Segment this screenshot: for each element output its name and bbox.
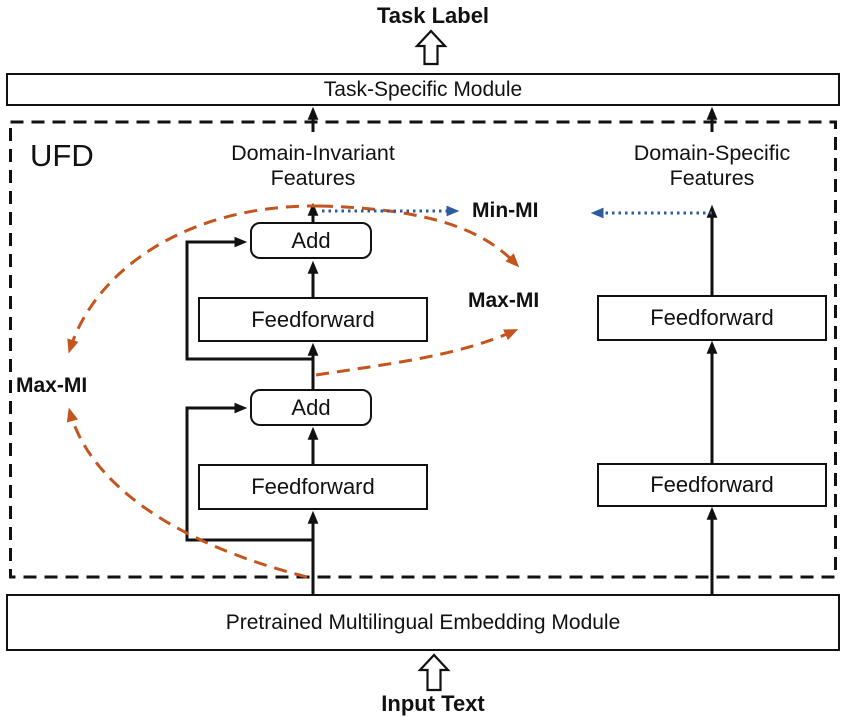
right-feedforward-top-label: Feedforward (650, 305, 774, 330)
domain-specific-features-label: Domain-Specific Features (602, 141, 822, 191)
residual-connection-upper (185, 236, 313, 361)
right-feedforward-bottom-label: Feedforward (650, 472, 774, 497)
max-mi-arc-top-left (67, 204, 321, 354)
ufd-title: UFD (30, 138, 94, 173)
input-text-label: Input Text (381, 691, 485, 716)
left-feedforward-bottom-label: Feedforward (251, 474, 375, 499)
max-mi-arc-bottom-right (315, 329, 519, 377)
left-add-bottom-box: Add (250, 389, 372, 426)
min-mi-label: Min-MI (472, 199, 539, 222)
task-specific-module-label: Task-Specific Module (323, 78, 523, 101)
residual-connection-lower (185, 402, 313, 542)
hollow-up-arrow-task-label (414, 29, 448, 66)
left-feedforward-top-box: Feedforward (198, 297, 428, 342)
max-mi-label-right: Max-MI (468, 289, 540, 312)
domain-invariant-features-label: Domain-Invariant Features (203, 141, 423, 191)
domain-invariant-line1: Domain-Invariant (231, 141, 395, 165)
left-feedforward-top-label: Feedforward (251, 306, 375, 332)
domain-invariant-line2: Features (270, 166, 356, 190)
left-add-bottom-label: Add (291, 394, 331, 420)
max-mi-label-left: Max-MI (16, 374, 88, 397)
task-label-text: Task Label (376, 3, 490, 28)
embedding-module-label: Pretrained Multilingual Embedding Module (225, 611, 621, 634)
embedding-module-box: Pretrained Multilingual Embedding Module (6, 594, 840, 651)
domain-specific-line1: Domain-Specific (633, 141, 791, 165)
left-add-top-label: Add (291, 227, 331, 253)
task-specific-module-box: Task-Specific Module (6, 73, 840, 106)
right-feedforward-top-box: Feedforward (597, 295, 827, 341)
max-mi-arc-top-right (319, 204, 520, 268)
left-feedforward-bottom-box: Feedforward (198, 464, 428, 510)
hollow-up-arrow-input-text (417, 653, 451, 692)
right-feedforward-bottom-box: Feedforward (597, 463, 827, 507)
max-mi-arc-bottom-left (66, 407, 308, 579)
left-add-top-box: Add (250, 222, 372, 259)
domain-specific-line2: Features (669, 166, 755, 190)
ufd-dashed-border (9, 120, 837, 579)
